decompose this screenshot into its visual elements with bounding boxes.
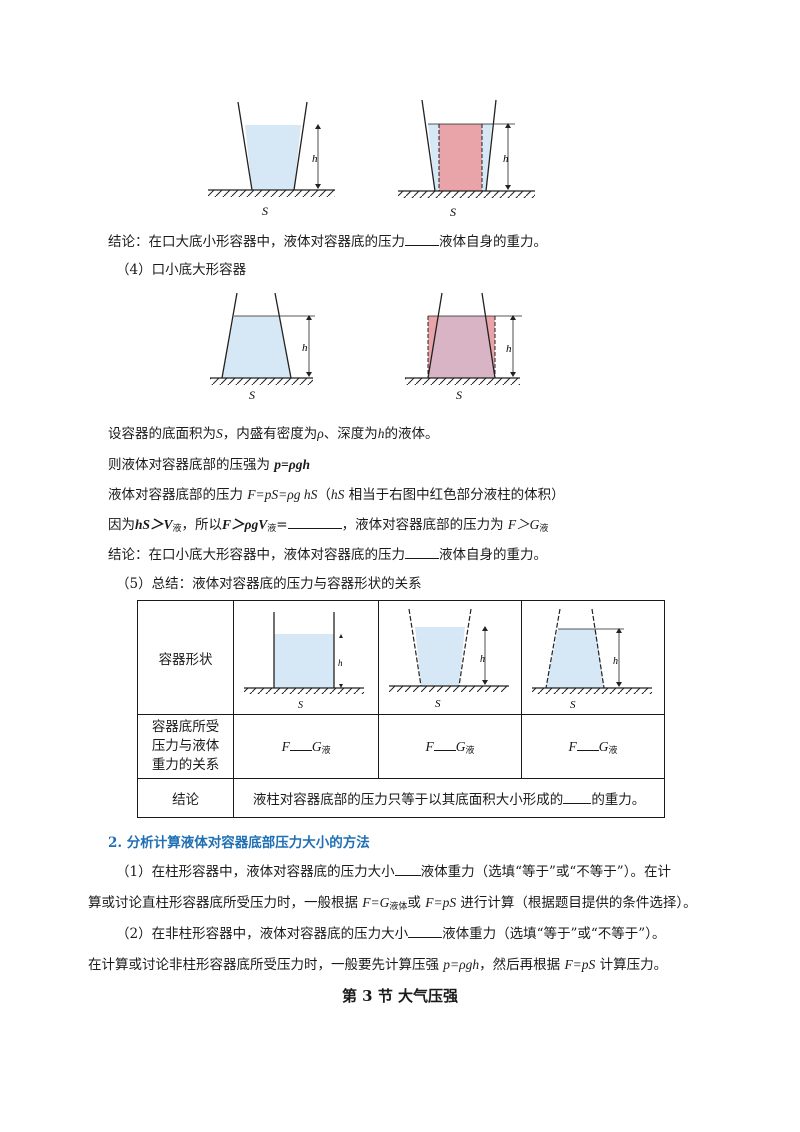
method-1-line2: 算或讨论直柱形容器底所受压力时，一般根据 F=G液体或 F=pS 进行计算（根据… [88,895,697,912]
method-2-line1: （2）在非柱形容器中，液体对容器底的压力大小液体重力（选填“等于”或“不等于”）… [116,926,666,942]
label-s: S [262,204,268,218]
section-5-title: （5）总结：液体对容器底的压力与容器形状的关系 [116,576,422,592]
label-s: S [450,205,456,219]
label-s: S [435,698,441,710]
label-h: h [312,153,318,165]
cell-wide-mouth-figure: h S [378,600,523,715]
figure-wide-mouth-small: h S [389,608,510,710]
label-h: h [302,342,308,354]
section-4-title: （4）口小底大形容器 [116,262,247,278]
table-row: 结论 液柱对容器底部的压力只等于以其底面积大小形成的的重力。 [136,778,665,818]
conclusion-narrow-mouth: 结论：在口小底大形容器中，液体对容器底的压力液体自身的重力。 [108,547,547,563]
method-2-line2: 在计算或讨论非柱形容器底所受压力时，一般要先计算压强 p=ρgh，然后再根据 F… [88,957,668,973]
label-s: S [456,388,462,402]
label-h: h [338,658,343,668]
figure-wide-mouth-container: h S [208,101,335,218]
method-heading: 2. 分析计算液体对容器底部压力大小的方法 [108,835,370,851]
para-setup: 设容器的底面积为S，内盛有密度为ρ、深度为h的液体。 [108,426,439,442]
cell-conclusion-label: 结论 [136,778,235,818]
para-pressure: 则液体对容器底部的压强为 p=ρgh [108,457,310,473]
label-h: h [613,656,618,667]
method-1-line1: （1）在柱形容器中，液体对容器底的压力大小液体重力（选填“等于”或“不等于”）。… [116,864,671,880]
figure-narrow-mouth-container-red: h S [405,292,522,402]
figure-narrow-mouth-container: h S [210,292,315,402]
cell-cylinder-figure: h S [233,600,380,715]
para-force: 液体对容器底部的压力 F=pS=ρg hS（hS 相当于右图中红色部分液柱的体积… [108,487,565,503]
conclusion-wide-mouth: 结论：在口大底小形容器中，液体对容器底的压力液体自身的重力。 [108,234,547,250]
para-because: 因为hS＞V液，所以F＞ρgV液=，液体对容器底部的压力为 F＞G液 [108,517,549,534]
figure-wide-mouth-container-red: h S [398,99,535,219]
label-s: S [249,388,255,402]
cell-narrow-mouth-figure: h S [521,600,665,715]
label-s: S [570,699,576,711]
label-h: h [480,654,485,665]
summary-table: 容器形状 h S [136,600,665,818]
figure-cylinder: h S [244,611,365,711]
section-3-title: 第 3 节 大气压强 [341,987,459,1005]
table-row: 容器形状 h S [136,600,665,715]
figure-narrow-mouth-small: h S [532,608,653,711]
label-s: S [298,700,303,711]
cell-relation-label: 容器底所受 压力与液体 重力的关系 [136,714,235,779]
label-h: h [506,343,512,355]
label-h: h [503,153,509,165]
cell-conclusion-text: 液柱对容器底部的压力只等于以其底面积大小形成的的重力。 [233,778,665,818]
cell-shape-label: 容器形状 [136,600,235,715]
